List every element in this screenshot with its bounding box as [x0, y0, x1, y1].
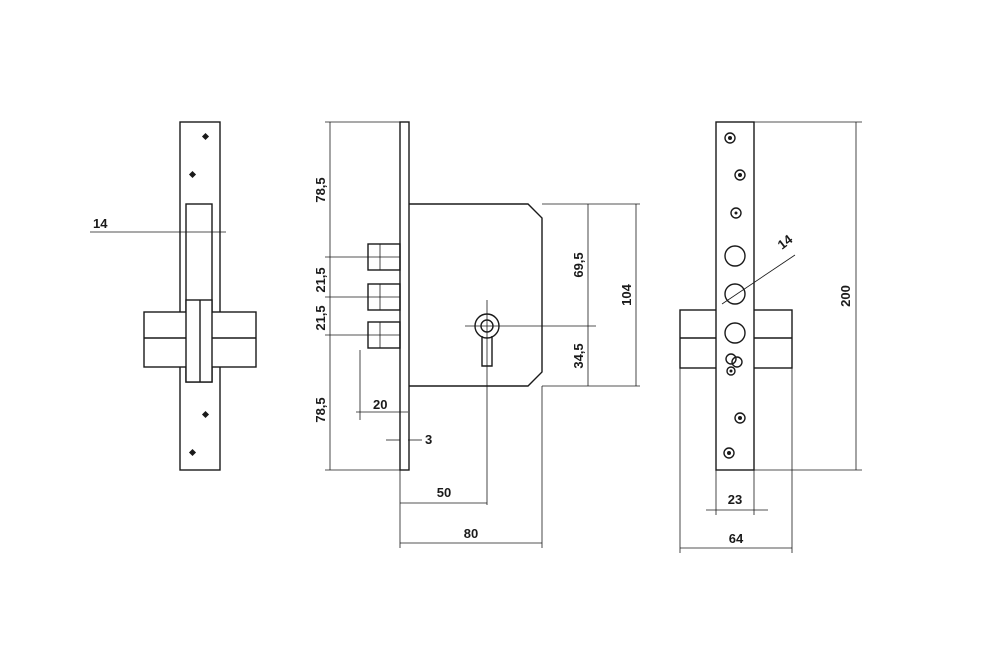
leader-bolt-diameter — [721, 254, 796, 305]
side-bolt-overlap — [185, 299, 213, 383]
dim-bolt-pitch-upper: 21,5 — [313, 267, 328, 292]
cylinder-hole — [465, 300, 596, 505]
dim-bolt-throw: 20 — [373, 397, 387, 412]
dim-total-height: 200 — [838, 285, 853, 307]
dim-backset: 50 — [437, 485, 451, 500]
deadbolts — [367, 243, 401, 349]
dim-bottom-height: 78,5 — [313, 397, 328, 422]
front-right-dims — [542, 203, 640, 387]
front-left-dims — [325, 121, 422, 471]
side-view: 14 — [90, 121, 257, 471]
faceplate-body — [715, 121, 755, 471]
faceplate-dims — [679, 121, 862, 553]
dim-strike-width: 64 — [729, 531, 744, 546]
dim-top-height: 78,5 — [313, 177, 328, 202]
faceplate-screws — [723, 132, 746, 459]
front-view: 78,5 21,5 21,5 78,5 20 3 69,5 34,5 104 5… — [313, 121, 640, 548]
dim-case-height: 104 — [619, 283, 634, 305]
dim-bolt-pitch-lower: 21,5 — [313, 305, 328, 330]
dim-faceplate-width: 23 — [728, 492, 742, 507]
side-screw-holes — [188, 132, 210, 457]
dim-case-depth: 80 — [464, 526, 478, 541]
dim-plate-thickness: 3 — [425, 432, 432, 447]
side-faceplate — [179, 121, 221, 471]
front-faceplate — [399, 121, 410, 471]
dim-case-upper: 69,5 — [571, 252, 586, 277]
faceplate-cylinder-holes — [725, 353, 743, 376]
dim-faceplate-thickness: 14 — [93, 216, 108, 231]
dim-case-lower: 34,5 — [571, 343, 586, 368]
faceplate-view: 14 200 23 64 — [679, 121, 862, 553]
lock-case — [409, 203, 543, 387]
faceplate-bolt-holes — [724, 245, 746, 344]
dim-bolt-diameter: 14 — [775, 231, 796, 252]
front-bottom-dims — [399, 386, 543, 548]
